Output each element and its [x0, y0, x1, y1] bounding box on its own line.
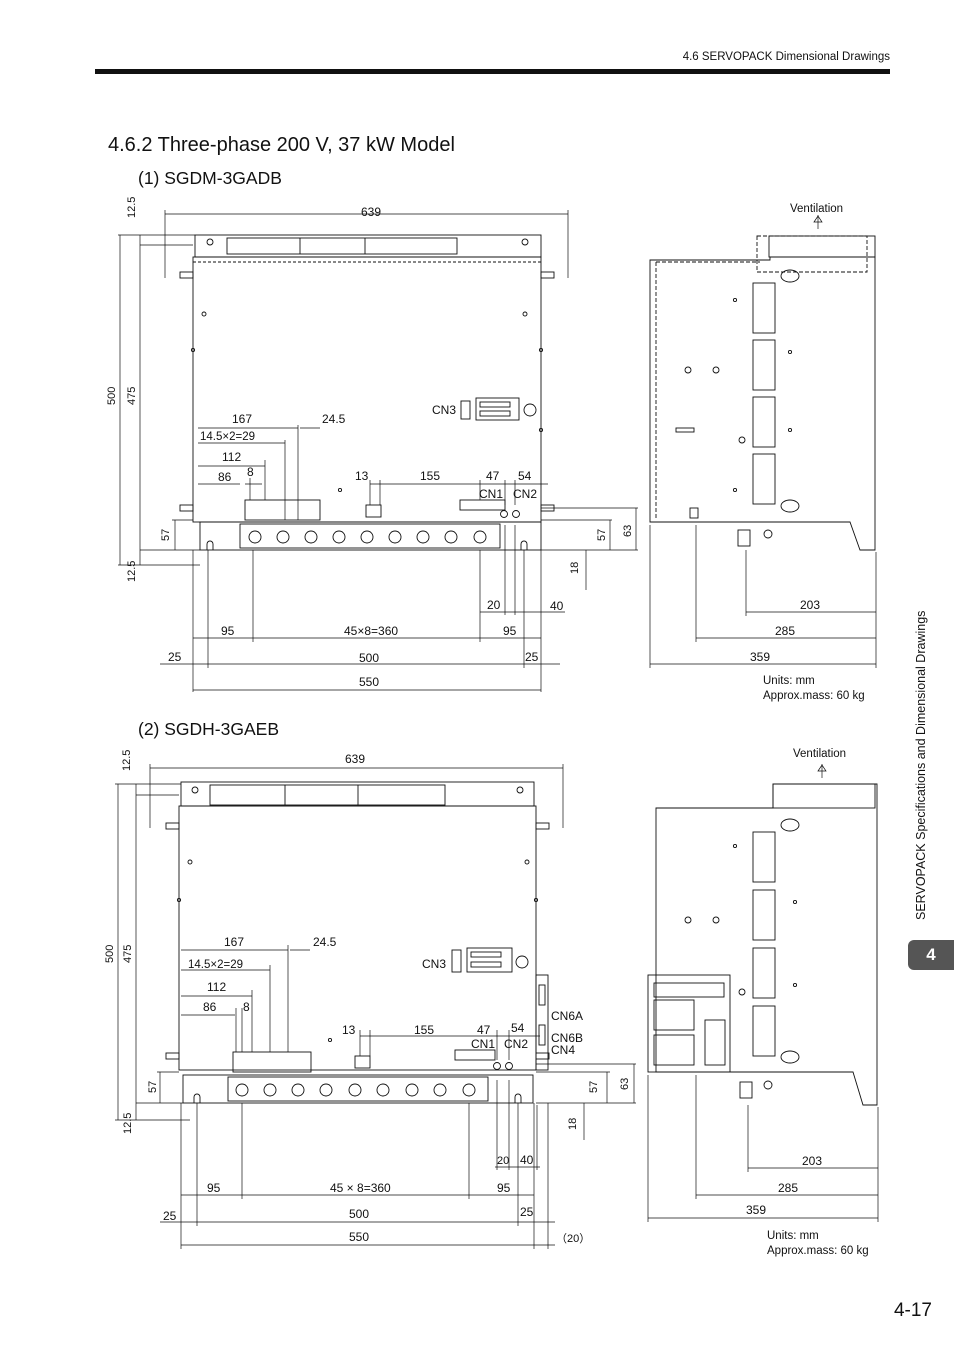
d2-dim-57-left: 57 — [147, 1081, 159, 1093]
d2-dim-20-paren: （20） — [556, 1232, 590, 1245]
d2-dim-203: 203 — [802, 1154, 822, 1168]
d1-units-label: Units: mm — [763, 675, 815, 687]
d2-dim-95-right: 95 — [497, 1181, 511, 1195]
d1-dim-155: 155 — [420, 469, 440, 483]
d2-dim-167: 167 — [224, 935, 244, 949]
d1-dim-8: 8 — [247, 465, 254, 479]
d1-cn1-label: CN1 — [479, 487, 503, 501]
d1-dim-12-5-top: 12.5 — [126, 197, 138, 218]
d1-dim-54: 54 — [518, 469, 532, 483]
drawing1-terminal-screws — [248, 530, 487, 544]
d2-dim-475: 475 — [122, 945, 134, 963]
d1-dim-639: 639 — [361, 205, 381, 219]
d1-dim-57-right: 57 — [596, 529, 608, 541]
d1-dim-25-right: 25 — [525, 650, 539, 664]
d2-dim-20: 20 — [497, 1155, 509, 1167]
d1-dim-550: 550 — [359, 675, 379, 689]
d1-dim-500-width: 500 — [359, 651, 379, 665]
d1-dim-63: 63 — [622, 525, 634, 537]
d1-dim-167: 167 — [232, 412, 252, 426]
d1-dim-13: 13 — [355, 469, 369, 483]
d1-cn2-label: CN2 — [513, 487, 537, 501]
d2-mass-label: Approx.mass: 60 kg — [767, 1245, 869, 1257]
d1-dim-18: 18 — [569, 562, 581, 574]
d2-dim-24-5: 24.5 — [313, 935, 337, 949]
d2-dim-285: 285 — [778, 1181, 798, 1195]
d2-dim-25-right: 25 — [520, 1205, 534, 1219]
d2-dim-86: 86 — [203, 1000, 217, 1014]
d2-dim-550: 550 — [349, 1230, 369, 1244]
d2-cn6b-label: CN6B — [551, 1031, 583, 1045]
d2-dim-25-left: 25 — [163, 1209, 177, 1223]
drawing2-dimension-lines — [115, 764, 636, 1249]
d1-dim-475: 475 — [126, 387, 138, 405]
d2-cn4-label: CN4 — [551, 1043, 575, 1057]
d2-dim-13: 13 — [342, 1023, 356, 1037]
d1-dim-285: 285 — [775, 624, 795, 638]
d2-dim-95-left: 95 — [207, 1181, 221, 1195]
d2-cn2-label: CN2 — [504, 1037, 528, 1051]
drawing1-front-view — [179, 234, 555, 551]
d1-ventilation-label: Ventilation — [790, 203, 843, 215]
d2-dim-45x8: 45 × 8=360 — [330, 1181, 391, 1195]
d1-dim-500: 500 — [106, 387, 118, 405]
drawing1-side-dimension-lines — [649, 215, 877, 668]
d2-dim-12-5-top: 12.5 — [121, 750, 133, 771]
d2-dim-359: 359 — [746, 1203, 766, 1217]
drawing2-terminal-screws — [235, 1083, 476, 1097]
running-header: 4.6 SERVOPACK Dimensional Drawings — [682, 51, 890, 63]
d2-dim-40: 40 — [520, 1153, 534, 1167]
drawing2-side-dimension-lines — [647, 764, 879, 1222]
d1-dim-112: 112 — [222, 450, 241, 464]
d2-dim-14-5x2: 14.5×2=29 — [188, 959, 243, 971]
d1-dim-14-5x2: 14.5×2=29 — [200, 431, 255, 443]
page-number: 4-17 — [893, 1300, 932, 1321]
chapter-tab: 4 — [908, 940, 954, 970]
d2-cn3-label: CN3 — [422, 957, 446, 971]
d2-dim-639: 639 — [345, 752, 365, 766]
d1-dim-203: 203 — [800, 598, 820, 612]
d1-mass-label: Approx.mass: 60 kg — [763, 690, 865, 702]
d2-units-label: Units: mm — [767, 1230, 819, 1242]
drawing2-title: (2) SGDH-3GAEB — [138, 719, 279, 739]
section-title: 4.6.2 Three-phase 200 V, 37 kW Model — [108, 134, 455, 156]
header-rule — [95, 69, 890, 74]
drawing1-side-view — [649, 235, 876, 551]
d2-dim-8: 8 — [243, 1000, 250, 1014]
d2-dim-57-right: 57 — [588, 1081, 600, 1093]
d2-cn6a-label: CN6A — [551, 1009, 583, 1023]
d1-dim-47: 47 — [486, 469, 500, 483]
d1-dim-12-5-bottom: 12.5 — [126, 561, 138, 582]
d2-cn1-label: CN1 — [471, 1037, 495, 1051]
d1-dim-24-5: 24.5 — [322, 412, 346, 426]
d2-ventilation-label: Ventilation — [793, 748, 846, 760]
d2-dim-112: 112 — [207, 980, 226, 994]
d1-dim-20: 20 — [487, 598, 501, 612]
d2-dim-500-width: 500 — [349, 1207, 369, 1221]
d1-dim-25-left: 25 — [168, 650, 182, 664]
drawing1-title: (1) SGDM-3GADB — [138, 168, 282, 188]
drawing2-side-view — [647, 783, 878, 1106]
d2-dim-18: 18 — [567, 1118, 579, 1130]
d1-dim-95-right: 95 — [503, 624, 517, 638]
d2-dim-54: 54 — [511, 1021, 525, 1035]
d1-dim-57-left: 57 — [160, 529, 172, 541]
d2-dim-63: 63 — [619, 1078, 631, 1090]
d2-dim-155: 155 — [414, 1023, 434, 1037]
d1-dim-95-left: 95 — [221, 624, 235, 638]
d1-cn3-label: CN3 — [432, 403, 456, 417]
d1-dim-86: 86 — [218, 470, 232, 484]
d1-dim-45x8: 45×8=360 — [344, 624, 398, 638]
d2-dim-47: 47 — [477, 1023, 491, 1037]
d2-dim-500: 500 — [104, 945, 116, 963]
d1-dim-359: 359 — [750, 650, 770, 664]
d2-dim-12-5-bottom: 12.5 — [122, 1113, 134, 1134]
drawing1-dimension-lines — [118, 210, 638, 692]
d1-dim-40: 40 — [550, 599, 564, 613]
drawing2-front-view — [165, 781, 550, 1104]
